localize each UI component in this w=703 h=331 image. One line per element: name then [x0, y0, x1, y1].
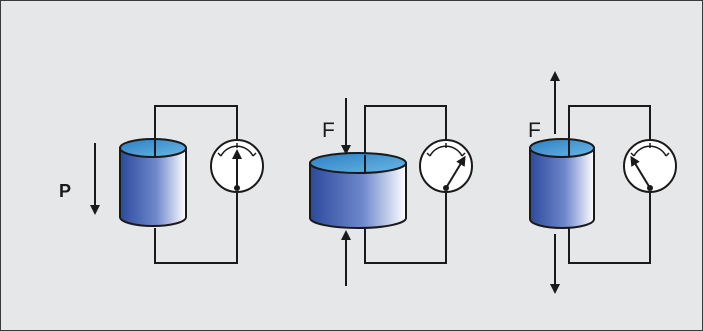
panel-tension: F	[528, 71, 677, 294]
panel-compression: F	[309, 98, 473, 286]
gauge-meter	[623, 139, 677, 193]
gauge-needle	[445, 155, 466, 189]
gauge-meter	[419, 139, 473, 193]
force-label: F	[322, 119, 335, 142]
panel-pressure: P	[59, 105, 264, 264]
pressure-label: P	[59, 181, 71, 201]
gauge-needle	[630, 155, 651, 189]
force-label: F	[528, 119, 541, 142]
gauge-meter	[210, 139, 264, 193]
cylinder-sensor	[119, 138, 187, 227]
cylinder-sensor	[309, 152, 407, 229]
cylinder-sensor	[529, 138, 595, 229]
